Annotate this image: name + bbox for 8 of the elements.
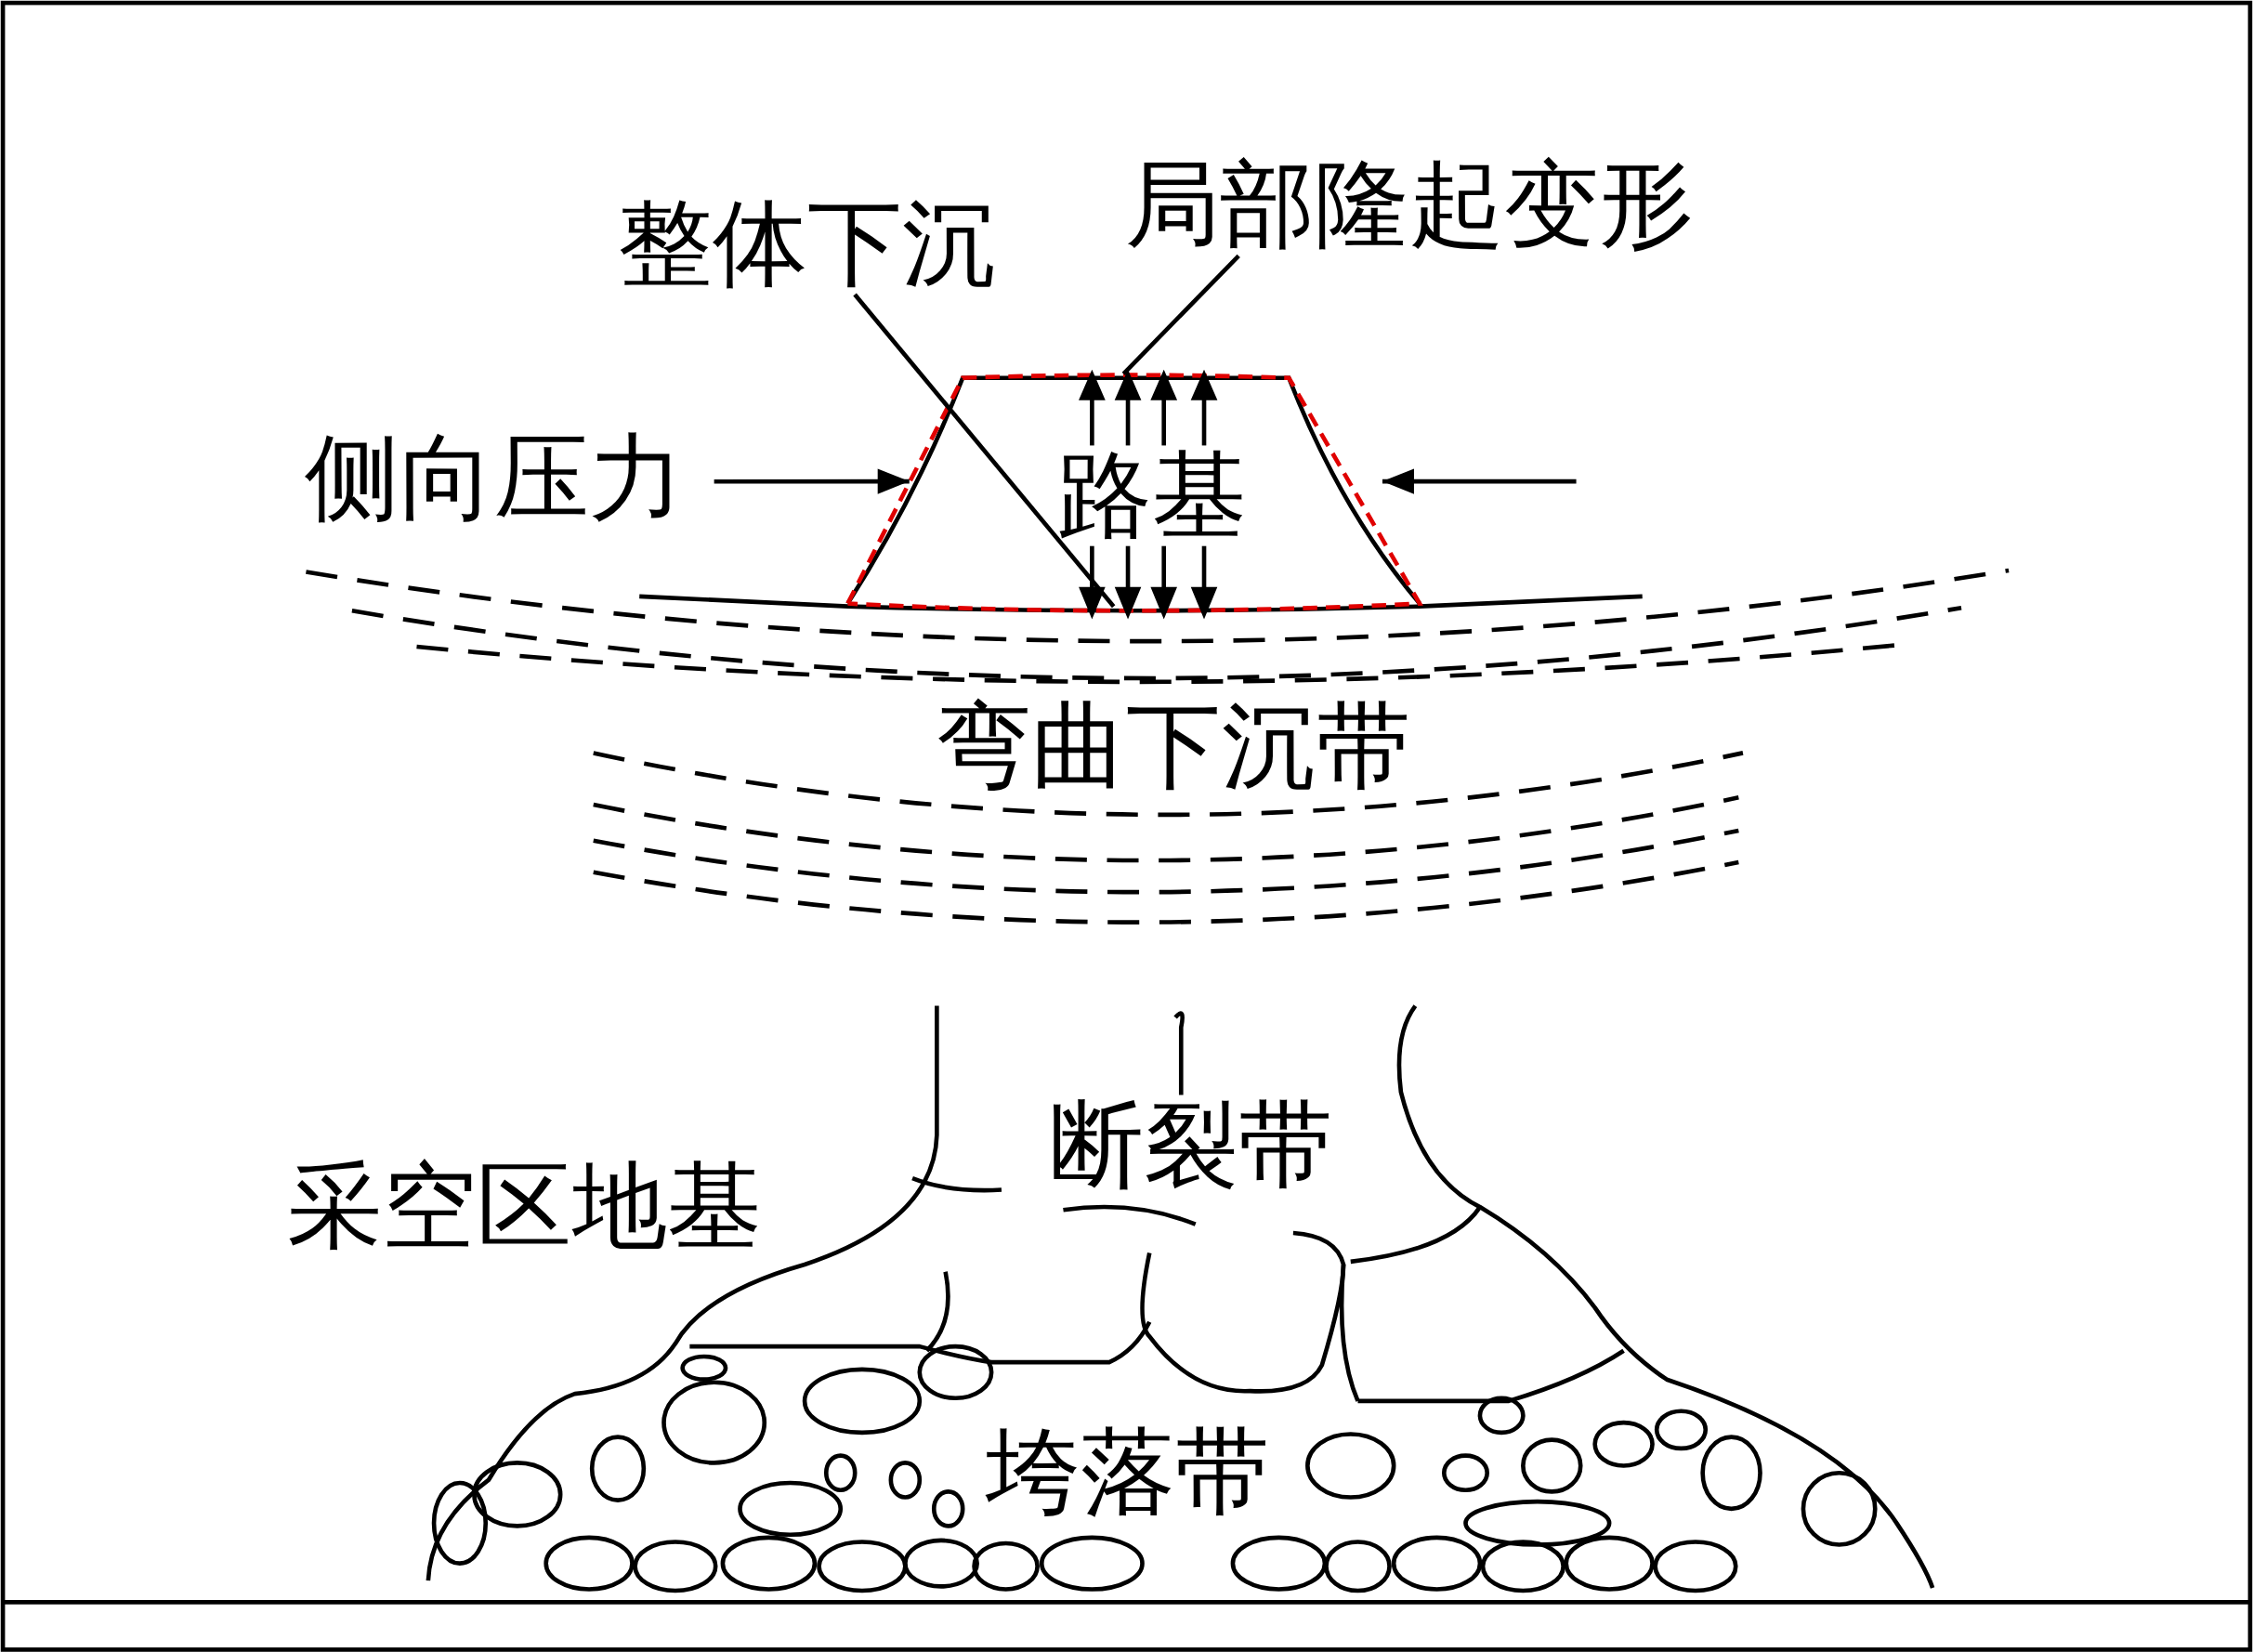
leader-line bbox=[853, 293, 1116, 609]
callout-text: 局部隆起变形 bbox=[1124, 155, 1736, 256]
callout-text: 侧向压力 bbox=[304, 427, 714, 530]
roadbed-label: 路基 bbox=[1057, 445, 1248, 546]
callout-text: 整体下沉 bbox=[618, 193, 1021, 295]
arrow bbox=[1382, 468, 1577, 494]
leader-line bbox=[1121, 254, 1240, 375]
arrow bbox=[714, 468, 910, 494]
